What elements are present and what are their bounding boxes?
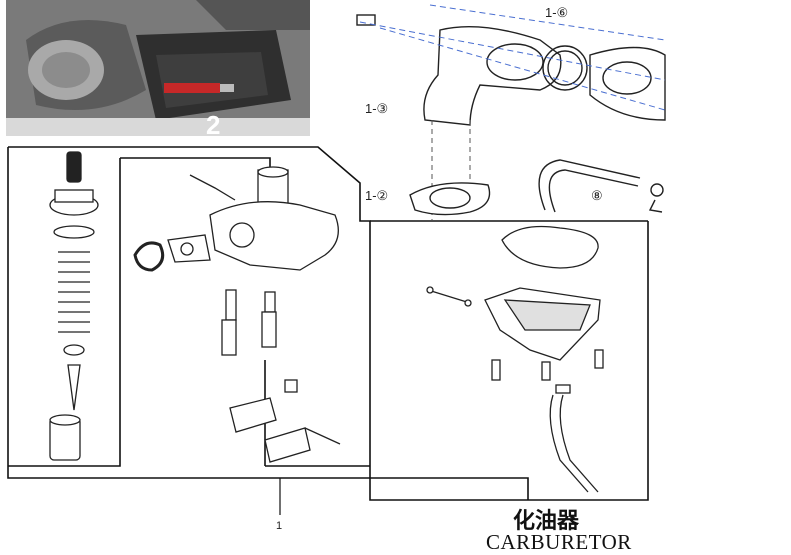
engine-photo-art [6, 0, 310, 136]
throttle-slide-assembly [49, 151, 99, 461]
float-bowl [426, 225, 604, 493]
callout-8: ⑧ [591, 188, 603, 203]
engine-photo: 2 [6, 0, 310, 136]
carburetor-body [133, 166, 341, 463]
callout-1-6: 1-⑥ [545, 5, 569, 20]
assembly-ref-number: 1 [276, 520, 283, 532]
gasket [409, 182, 491, 216]
intake-manifold [356, 14, 666, 126]
frame-left [7, 147, 529, 500]
vent-hose [538, 159, 664, 213]
title-english: CARBURETOR [486, 530, 632, 554]
photo-label: 2 [206, 110, 221, 136]
callout-1-3: 1-③ [365, 101, 389, 116]
brand-plate [164, 83, 220, 93]
title-chinese: 化油器 [513, 508, 580, 534]
callout-1-2: 1-② [365, 188, 389, 203]
frame-top [8, 146, 649, 501]
alignment-lines [359, 4, 666, 111]
